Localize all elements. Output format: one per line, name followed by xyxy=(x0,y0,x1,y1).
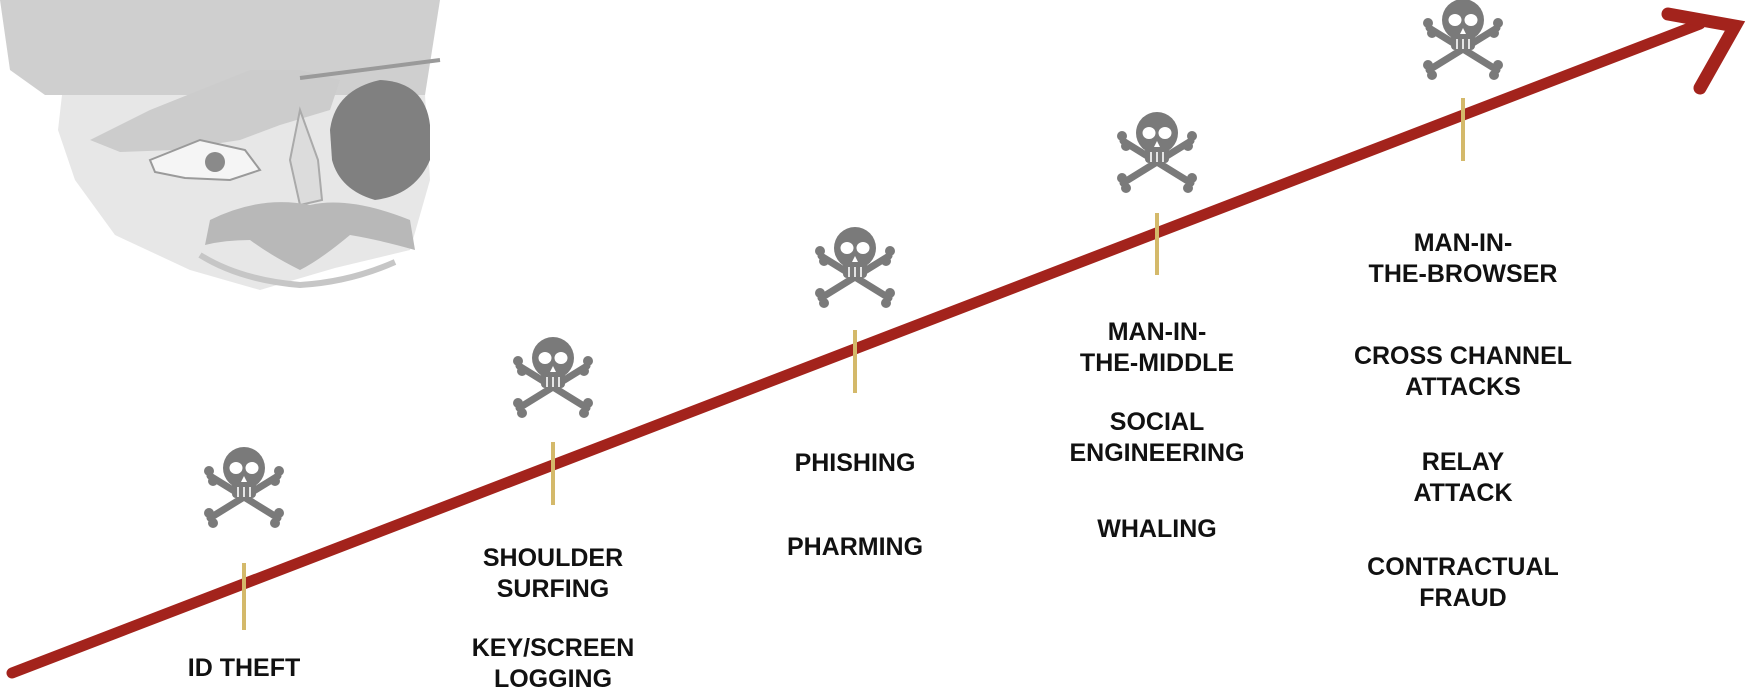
stage-label: MAN-IN- THE-BROWSER xyxy=(1368,229,1558,288)
skull-crossbones-icon xyxy=(204,447,284,528)
stage-label: SOCIAL ENGINEERING xyxy=(1069,408,1245,467)
stage-label: RELAY ATTACK xyxy=(1413,448,1513,507)
stage-label: SHOULDER SURFING xyxy=(482,544,624,603)
stage-label: CONTRACTUAL FRAUD xyxy=(1367,553,1559,612)
skull-crossbones-icon xyxy=(1117,112,1197,193)
skull-crossbones-icon xyxy=(815,227,895,308)
stage-label: PHARMING xyxy=(786,533,924,561)
stage-label: ID THEFT xyxy=(187,654,301,682)
stage-label: CROSS CHANNEL ATTACKS xyxy=(1353,342,1573,401)
skull-crossbones-icon xyxy=(1423,0,1503,80)
stage-label: MAN-IN- THE-MIDDLE xyxy=(1079,318,1235,377)
skull-crossbones-icon xyxy=(513,337,593,418)
pirate-portrait-icon xyxy=(0,0,441,290)
stage-skulls xyxy=(204,0,1503,528)
stage-markers xyxy=(242,98,1465,630)
stage-label: KEY/SCREEN LOGGING xyxy=(471,634,635,690)
stage-label: PHISHING xyxy=(794,449,916,477)
stage-label: WHALING xyxy=(1097,515,1217,543)
